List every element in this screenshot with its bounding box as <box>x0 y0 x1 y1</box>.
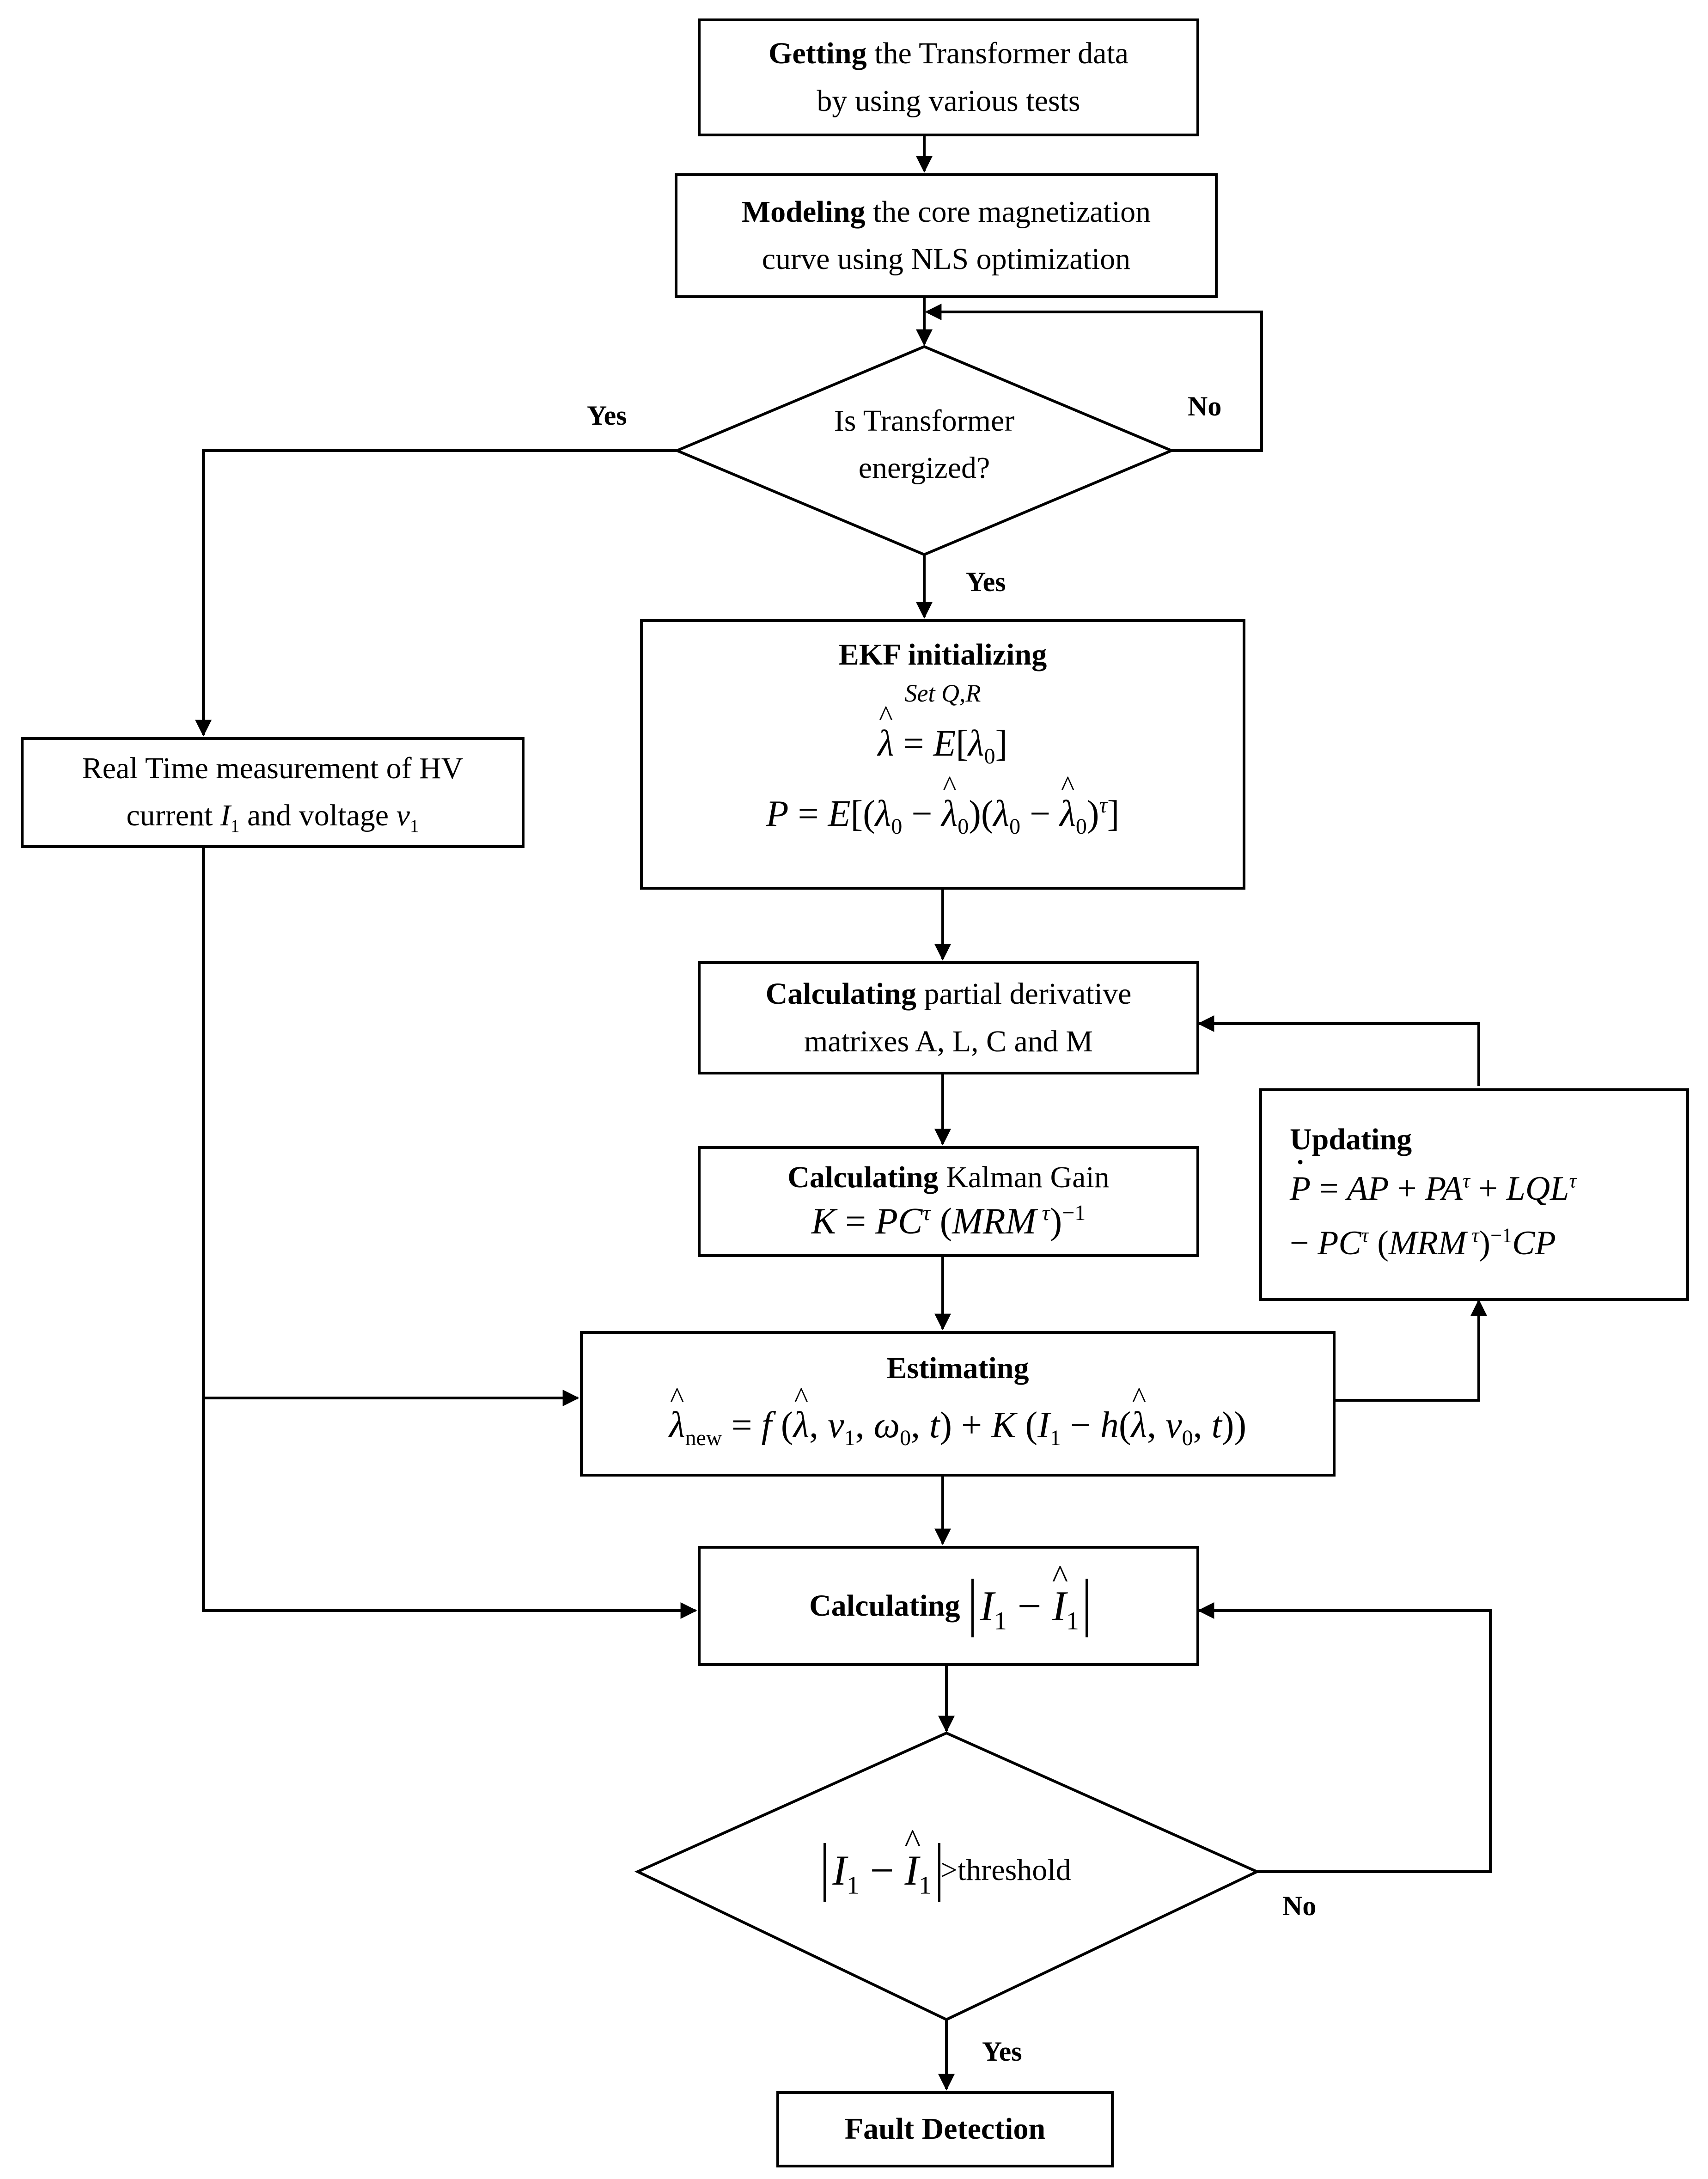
updating-eq-line2: − PCτ (MRM τ)−1CP <box>1290 1223 1556 1263</box>
arrow-yes-to-realtime <box>195 449 677 737</box>
arrow-estimating-to-updating <box>1336 1299 1487 1402</box>
ekf-init-box: EKF initializing Set Q,R λ = E[λ0] P = E… <box>640 619 1245 890</box>
kalman-eq: K = PCτ (MRM τ)−1 <box>811 1201 1086 1242</box>
arrow-updating-to-partial <box>1197 1015 1480 1086</box>
edge-label-yes-left: Yes <box>587 400 627 431</box>
loop-no-threshold <box>1197 1602 1492 1873</box>
ekf-eq-p: P = E[(λ0 − λ0)(λ0 − λ0)τ] <box>766 758 1120 849</box>
edge-label-yes-bottom: Yes <box>982 2036 1022 2067</box>
realtime-measurement-box: Real Time measurement of HV current I1 a… <box>21 737 525 848</box>
decision-threshold-label: I1 − I1>threshold <box>739 1819 1155 1911</box>
modeling-box: Modeling the core magnetization curve us… <box>675 173 1218 298</box>
calc-difference-eq: I1 − I1 <box>971 1555 1088 1647</box>
updating-box: Updating P = AP + PAτ + LQLτ − PCτ (MRM … <box>1259 1088 1689 1301</box>
kalman-gain-box: Calculating Kalman Gain K = PCτ (MRM τ)−… <box>698 1146 1199 1257</box>
edge-label-no-bottom: No <box>1282 1891 1317 1921</box>
updating-eq-line1: P = AP + PAτ + LQLτ <box>1290 1147 1576 1216</box>
getting-data-box: Getting the Transformer data by using va… <box>698 18 1199 136</box>
arrow-realtime-to-calcdiff <box>202 848 697 1619</box>
edge-label-no-right: No <box>1188 391 1222 421</box>
fault-detection-box: Fault Detection <box>776 2091 1114 2167</box>
partial-derivative-box: Calculating partial derivative matrixes … <box>698 961 1199 1074</box>
loop-no-energized <box>925 304 1263 452</box>
edge-label-yes-down: Yes <box>966 567 1006 597</box>
calc-difference-box: Calculating I1 − I1 <box>698 1546 1199 1666</box>
ekf-eq-lambda: λ = E[λ0] <box>878 688 1008 779</box>
decision-energized-label: Is Transformer energized? <box>834 404 1015 485</box>
estimating-box: Estimating λnew = f (λ, v1, ω0, t) + K (… <box>580 1331 1336 1477</box>
estimating-eq: λnew = f (λ, v1, ω0, t) + K (I1 − h(λ, v… <box>669 1369 1246 1460</box>
